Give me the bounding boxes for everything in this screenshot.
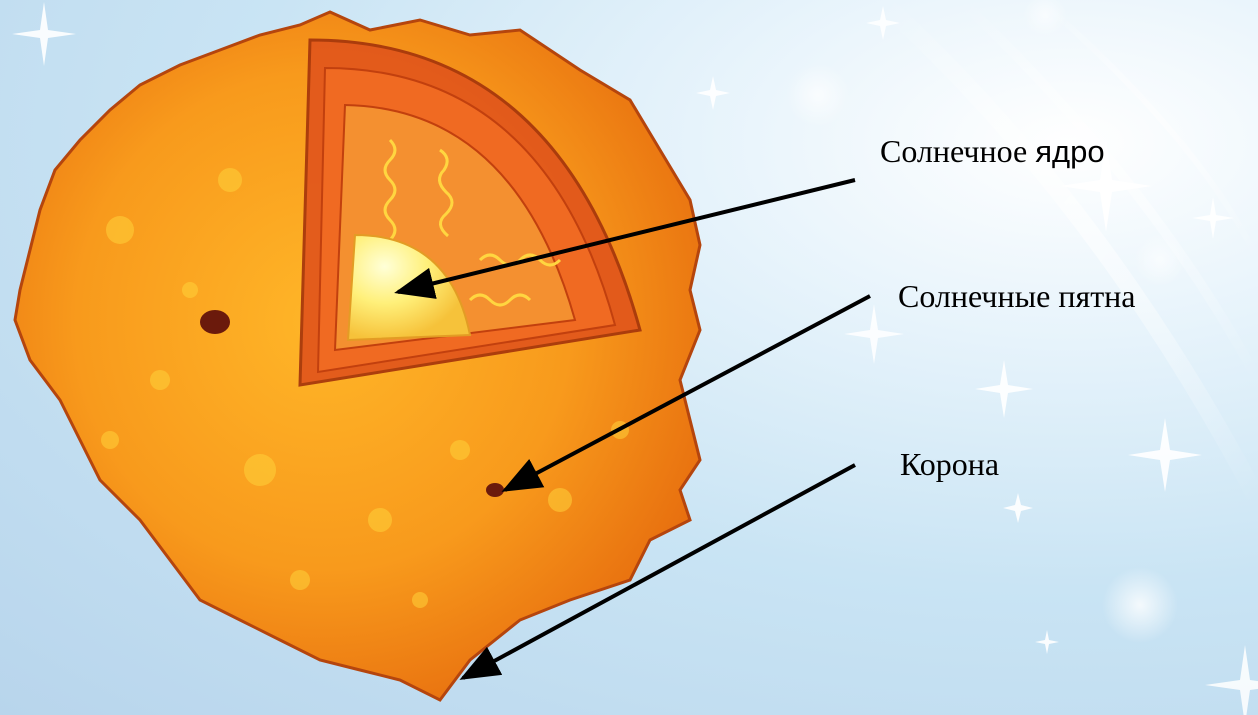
sunspot-right xyxy=(486,483,504,497)
label-corona: Корона xyxy=(900,448,999,480)
label-solar-core-word2: ядро xyxy=(1035,134,1104,169)
sun-illustration xyxy=(15,12,700,700)
sunspot-left xyxy=(200,310,230,334)
label-solar-core-word1: Солнечное xyxy=(880,133,1027,169)
background-light-streaks xyxy=(880,0,1258,500)
label-sunspots: Солнечные пятна xyxy=(898,280,1136,312)
label-solar-core: Солнечное ядро xyxy=(880,135,1105,167)
